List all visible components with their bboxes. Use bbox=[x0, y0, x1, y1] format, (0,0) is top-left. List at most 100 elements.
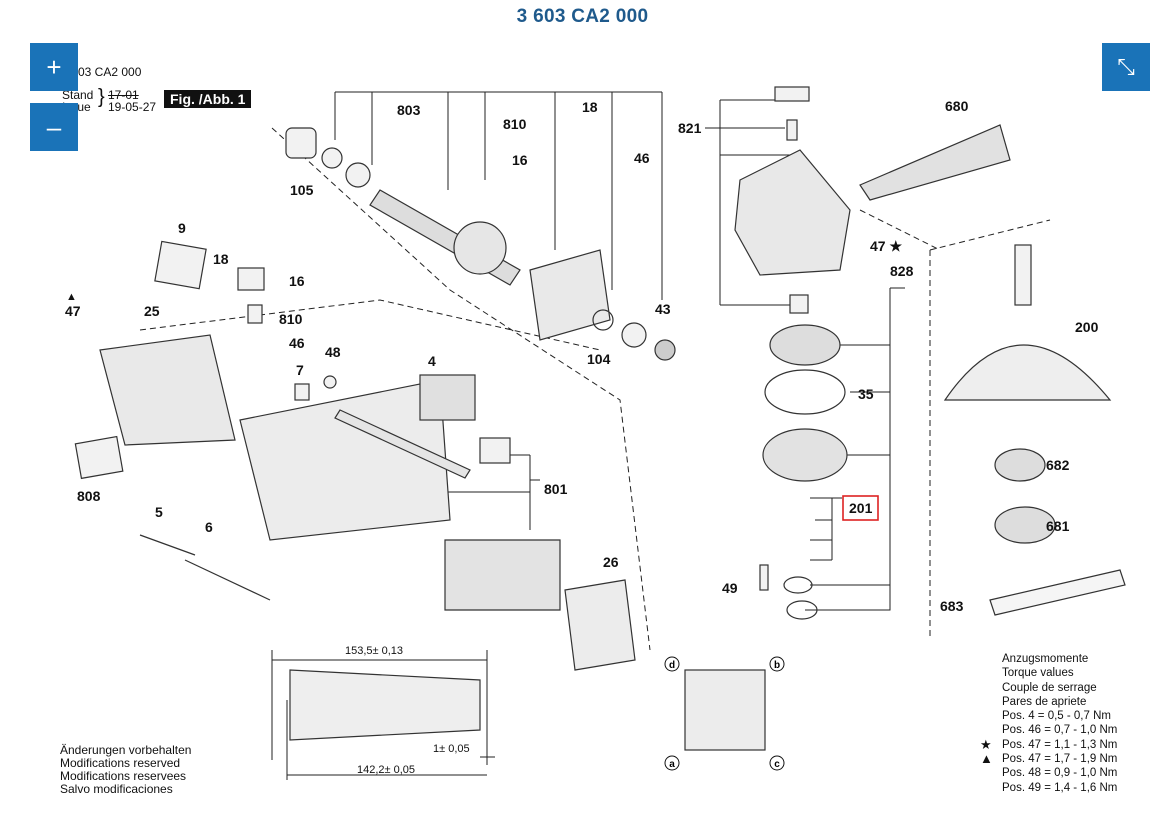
torque-value: Pos. 47 = 1,1 - 1,3 Nm bbox=[1002, 738, 1118, 751]
auxiliary-handle bbox=[859, 124, 1011, 201]
figure-label: Fig. /Abb. 1 bbox=[164, 90, 252, 108]
note-fr: Modifications reservees bbox=[60, 769, 187, 783]
screw-49 bbox=[759, 564, 769, 591]
label-16-left: 16 bbox=[289, 273, 305, 289]
plus-icon: + bbox=[46, 51, 62, 82]
bottom-view bbox=[684, 669, 766, 751]
label-681: 681 bbox=[1046, 518, 1070, 534]
torque-row: Pos. 49 = 1,4 - 1,6 Nm bbox=[980, 781, 1117, 795]
label-26: 26 bbox=[603, 554, 619, 570]
nameplate bbox=[154, 240, 207, 290]
ball-bearing bbox=[345, 162, 371, 188]
modification-notes: Änderungen vorbehalten Modifications res… bbox=[60, 744, 191, 796]
spindle-lock-cap bbox=[774, 86, 810, 102]
torque-table: Anzugsmomente Torque values Couple de se… bbox=[980, 652, 1117, 795]
corner-b: b bbox=[774, 660, 780, 671]
label-5: 5 bbox=[155, 504, 163, 520]
label-105: 105 bbox=[290, 182, 314, 198]
label-47-triangle: 47 bbox=[65, 303, 81, 319]
torque-heading-es: Pares de apriete bbox=[1002, 695, 1087, 708]
spindle bbox=[1014, 244, 1032, 306]
switch bbox=[419, 374, 476, 421]
gear-housing bbox=[734, 149, 851, 276]
cable-clip bbox=[294, 383, 310, 401]
lock-washer bbox=[786, 600, 818, 620]
label-46-top: 46 bbox=[634, 150, 650, 166]
note-es: Salvo modificaciones bbox=[60, 782, 173, 796]
date-new: 19-05-27 bbox=[108, 100, 157, 114]
stand-label: Stand bbox=[62, 88, 94, 102]
zoom-out-button[interactable]: – bbox=[30, 103, 78, 151]
label-808 bbox=[74, 435, 124, 480]
torque-value: Pos. 4 = 0,5 - 0,7 Nm bbox=[1002, 710, 1111, 723]
leader-lines bbox=[139, 91, 1051, 651]
bearing-small bbox=[621, 322, 647, 348]
rear-cover bbox=[99, 334, 236, 446]
washer bbox=[321, 147, 343, 169]
torque-heading-fr: Couple de serrage bbox=[1002, 681, 1097, 694]
label-200: 200 bbox=[1075, 319, 1099, 335]
label-9: 9 bbox=[178, 220, 186, 236]
motor-housing bbox=[239, 379, 451, 541]
torque-heading-en: Torque values bbox=[1002, 667, 1074, 680]
label-821: 821 bbox=[678, 120, 702, 136]
spanner bbox=[989, 569, 1126, 616]
torque-heading-de: Anzugsmomente bbox=[1002, 653, 1089, 665]
screw-48 bbox=[323, 375, 337, 389]
triangle-mark: ▲ bbox=[66, 291, 77, 303]
highlight-box-201 bbox=[842, 495, 879, 521]
label-680: 680 bbox=[945, 98, 969, 114]
brace-glyph: } bbox=[98, 86, 105, 108]
clamping-nut bbox=[994, 448, 1046, 482]
label-683: 683 bbox=[940, 598, 964, 614]
carbon-brush bbox=[247, 304, 263, 324]
torque-row: Pos. 4 = 0,5 - 0,7 Nm bbox=[980, 709, 1117, 723]
fan-guard bbox=[529, 249, 611, 341]
label-48: 48 bbox=[325, 344, 341, 360]
dimension-lines bbox=[271, 650, 495, 780]
label-803: 803 bbox=[397, 102, 421, 118]
corner-c: c bbox=[774, 759, 780, 770]
label-682: 682 bbox=[1046, 457, 1070, 473]
page-title: 3 603 CA2 000 bbox=[516, 6, 649, 27]
needle-bearing bbox=[789, 294, 809, 314]
torque-row: Pos. 46 = 0,7 - 1,0 Nm bbox=[980, 723, 1117, 737]
label-808: 808 bbox=[77, 488, 101, 504]
label-18-top: 18 bbox=[582, 99, 598, 115]
torque-value: Pos. 49 = 1,4 - 1,6 Nm bbox=[1002, 781, 1118, 794]
corner-a: a bbox=[669, 759, 675, 770]
label-7: 7 bbox=[296, 362, 304, 378]
torque-value: Pos. 47 = 1,7 - 1,9 Nm bbox=[1002, 753, 1118, 766]
corner-d: d bbox=[669, 660, 675, 671]
date-old: 17-01 bbox=[108, 88, 139, 102]
switch-rod bbox=[334, 409, 471, 479]
zoom-in-button[interactable]: + bbox=[30, 43, 78, 91]
label-828: 828 bbox=[890, 263, 914, 279]
exit-fullscreen-button[interactable]: ⤡ bbox=[1102, 43, 1150, 91]
switch-button bbox=[479, 437, 511, 464]
wheel-guard bbox=[943, 344, 1112, 401]
o-ring bbox=[592, 309, 614, 331]
collapse-arrows-icon: ⤡ bbox=[1117, 54, 1135, 79]
dim-overall: 153,5± 0,13 bbox=[345, 645, 403, 657]
label-47-star: 47 ★ bbox=[870, 238, 902, 254]
note-en: Modifications reserved bbox=[60, 756, 181, 770]
corner-markers: d b a c bbox=[664, 656, 785, 771]
dim-shaft: 1± 0,05 bbox=[433, 743, 470, 755]
minus-icon: – bbox=[46, 111, 62, 142]
torque-value: Pos. 48 = 0,9 - 1,0 Nm bbox=[1002, 767, 1118, 780]
bearing-sleeve bbox=[285, 127, 317, 159]
bearing-flange bbox=[762, 428, 848, 482]
dim-length: 142,2± 0,05 bbox=[357, 764, 415, 776]
torque-row: Pos. 48 = 0,9 - 1,0 Nm bbox=[980, 766, 1117, 780]
gasket bbox=[764, 369, 846, 415]
label-46-left: 46 bbox=[289, 335, 305, 351]
brush-holder bbox=[237, 267, 265, 291]
torque-value: Pos. 46 = 0,7 - 1,0 Nm bbox=[1002, 724, 1118, 737]
label-104: 104 bbox=[587, 351, 611, 367]
armature-dimension-view bbox=[289, 669, 481, 741]
part-shapes bbox=[74, 86, 1126, 751]
label-43: 43 bbox=[655, 301, 671, 317]
torque-row: ★Pos. 47 = 1,1 - 1,3 Nm bbox=[980, 737, 1118, 752]
